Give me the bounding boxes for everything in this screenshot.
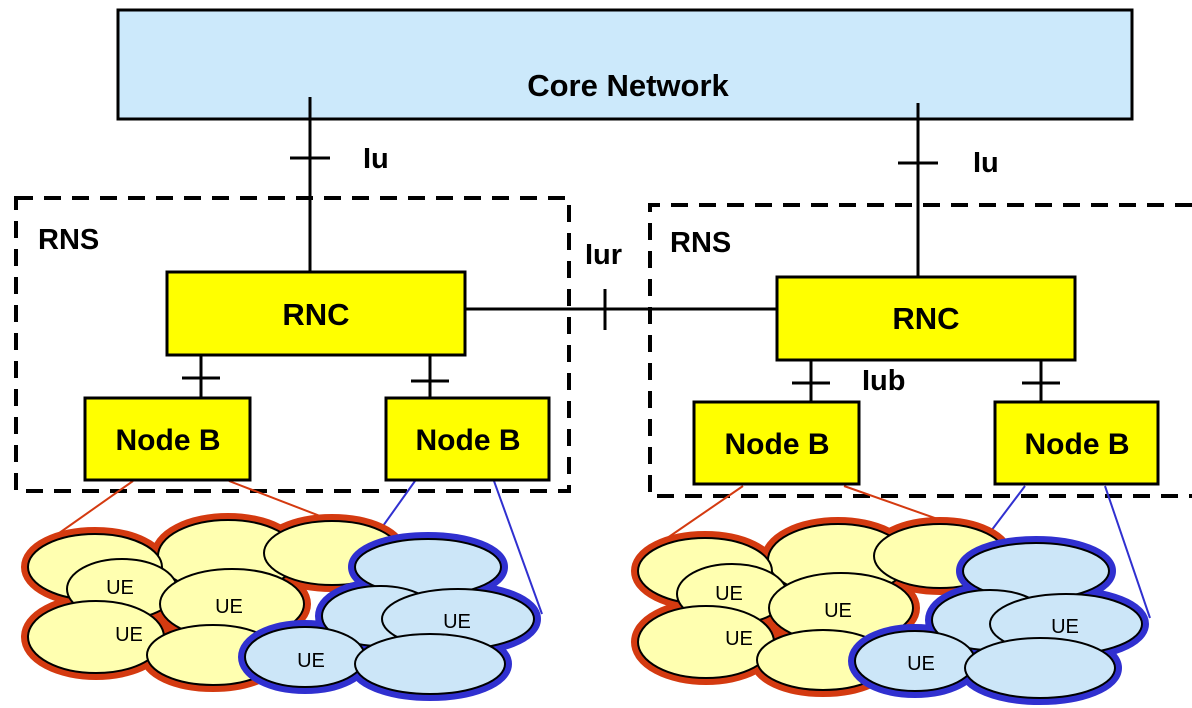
ue-label: UE [824,600,852,622]
core-network-box [116,8,1134,121]
cell-group-blue-right [848,536,1149,705]
cell-group-yellow-left [21,513,407,692]
node-b-box-right-2 [993,400,1160,486]
iur-label: Iur [585,239,622,271]
ue-label: UE [115,624,143,646]
cell-group-blue-left [238,532,541,701]
ue-label: UE [907,653,935,675]
rns-left-label: RNS [38,224,99,256]
core-network-label: Core Network [527,68,729,103]
coverage-line [1104,485,1151,619]
node-b-label-right-1: Node B [725,428,830,461]
ue-label: UE [297,650,325,672]
ue-label: UE [106,577,134,599]
ue-label: UE [1051,616,1079,638]
node-b-box-right-1 [692,400,861,486]
ue-label: UE [715,583,743,605]
node-b-label-right-2: Node B [1025,428,1130,461]
rnc-left-label: RNC [282,297,349,332]
rnc-right-label: RNC [892,301,959,336]
iub-label: Iub [862,365,906,397]
node-b-box-left-1 [83,396,252,482]
coverage-line [493,480,543,615]
cell-cluster-right: UE UE UE UE UE [631,517,1149,705]
iu-right-label: Iu [973,147,999,179]
ue-label: UE [443,611,471,633]
iu-left-label: Iu [363,143,389,175]
rns-left-boundary [14,196,571,493]
rns-right-label: RNS [670,227,731,259]
ue-label: UE [725,628,753,650]
rnc-right-box [775,275,1077,362]
ue-label: UE [215,596,243,618]
rnc-left-box [165,270,467,357]
coverage-line [987,485,1026,536]
node-b-label-left-1: Node B [116,424,221,457]
node-b-box-left-2 [384,396,551,482]
cell-cluster-left: UE UE UE UE UE [21,513,541,701]
node-b-label-left-2: Node B [416,424,521,457]
coverage-line [377,480,416,534]
rns-right-boundary [648,203,1192,498]
